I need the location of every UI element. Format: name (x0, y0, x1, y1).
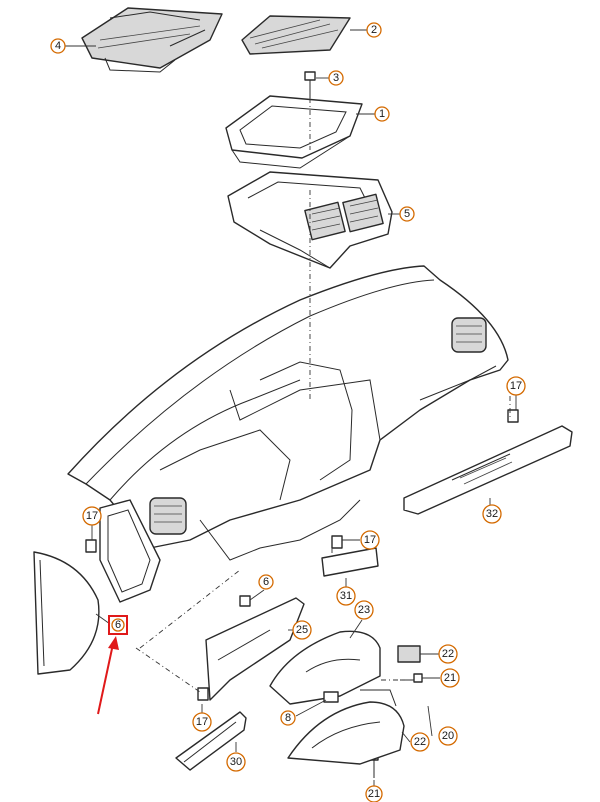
clip-17-center (331, 535, 343, 549)
callout-8-label: 8 (285, 712, 291, 724)
callout-2[interactable]: 2 (366, 22, 382, 38)
part-8-clip (323, 691, 339, 703)
callout-17-left-label: 17 (86, 510, 98, 522)
callout-4-label: 4 (55, 40, 61, 52)
part-23-upper-shroud (269, 630, 381, 705)
callout-22-lower[interactable]: 22 (410, 732, 430, 752)
part-2-cover-mat (241, 15, 351, 55)
callout-17-center-label: 17 (364, 534, 376, 546)
callout-20[interactable]: 20 (438, 726, 458, 746)
part-25-bracket (205, 597, 305, 701)
callout-5[interactable]: 5 (399, 206, 415, 222)
dashboard-main-body (67, 265, 509, 561)
callout-25[interactable]: 25 (292, 620, 312, 640)
clip-17-lower (197, 687, 209, 701)
side-trim-panel (99, 499, 161, 603)
callout-17-lower-label: 17 (196, 716, 208, 728)
assembly-lines (135, 98, 511, 693)
callout-23[interactable]: 23 (354, 600, 374, 620)
part-6-clip (239, 595, 251, 607)
callout-21-upper[interactable]: 21 (440, 668, 460, 688)
callout-6-upper[interactable]: 6 (258, 574, 274, 590)
callout-32[interactable]: 32 (482, 504, 502, 524)
callout-1-label: 1 (379, 108, 385, 120)
callout-17-center[interactable]: 17 (360, 530, 380, 550)
end-cap-cover (33, 551, 100, 675)
callout-1[interactable]: 1 (374, 106, 390, 122)
highlighted-callout-6[interactable]: 6 (108, 615, 128, 635)
callout-23-label: 23 (358, 604, 370, 616)
callout-22-upper-label: 22 (442, 648, 454, 660)
callout-3[interactable]: 3 (328, 70, 344, 86)
callout-17-right-label: 17 (510, 380, 522, 392)
part-20-lower-shroud (287, 689, 405, 765)
part-32-trim-strip (403, 425, 573, 515)
callout-31-label: 31 (340, 590, 352, 602)
callout-21-lower[interactable]: 21 (365, 785, 383, 802)
callout-31[interactable]: 31 (336, 586, 356, 606)
part-1-frame (225, 95, 363, 169)
callout-2-label: 2 (371, 24, 377, 36)
callout-17-lower[interactable]: 17 (192, 712, 212, 732)
callout-17-left[interactable]: 17 (82, 506, 102, 526)
callout-8[interactable]: 8 (280, 710, 296, 726)
highlighted-callout-6-label: 6 (115, 619, 121, 631)
callout-22-upper[interactable]: 22 (438, 644, 458, 664)
clip-17-right (507, 409, 519, 423)
callout-32-label: 32 (486, 508, 498, 520)
callout-22-lower-label: 22 (414, 736, 426, 748)
callout-4[interactable]: 4 (50, 38, 66, 54)
part-31-cover-strip (321, 547, 379, 577)
callout-21-lower-label: 21 (368, 788, 380, 800)
callout-20-label: 20 (442, 730, 454, 742)
callout-6-upper-label: 6 (263, 576, 269, 588)
callout-25-label: 25 (296, 624, 308, 636)
callout-21-upper-label: 21 (444, 672, 456, 684)
red-pointer-arrow (97, 636, 119, 715)
callout-17-right[interactable]: 17 (506, 376, 526, 396)
callout-30[interactable]: 30 (226, 752, 246, 772)
part-3-screw (304, 71, 316, 98)
callout-5-label: 5 (404, 208, 410, 220)
part-21-screw-upper (400, 673, 423, 683)
clip-17-left (85, 539, 97, 553)
part-4-storage-cover (81, 7, 223, 73)
part-22-switch-upper (397, 645, 421, 663)
part-30-lower-trim (175, 711, 247, 771)
part-5-vent-housing (227, 171, 393, 269)
callout-3-label: 3 (333, 72, 339, 84)
callout-30-label: 30 (230, 756, 242, 768)
